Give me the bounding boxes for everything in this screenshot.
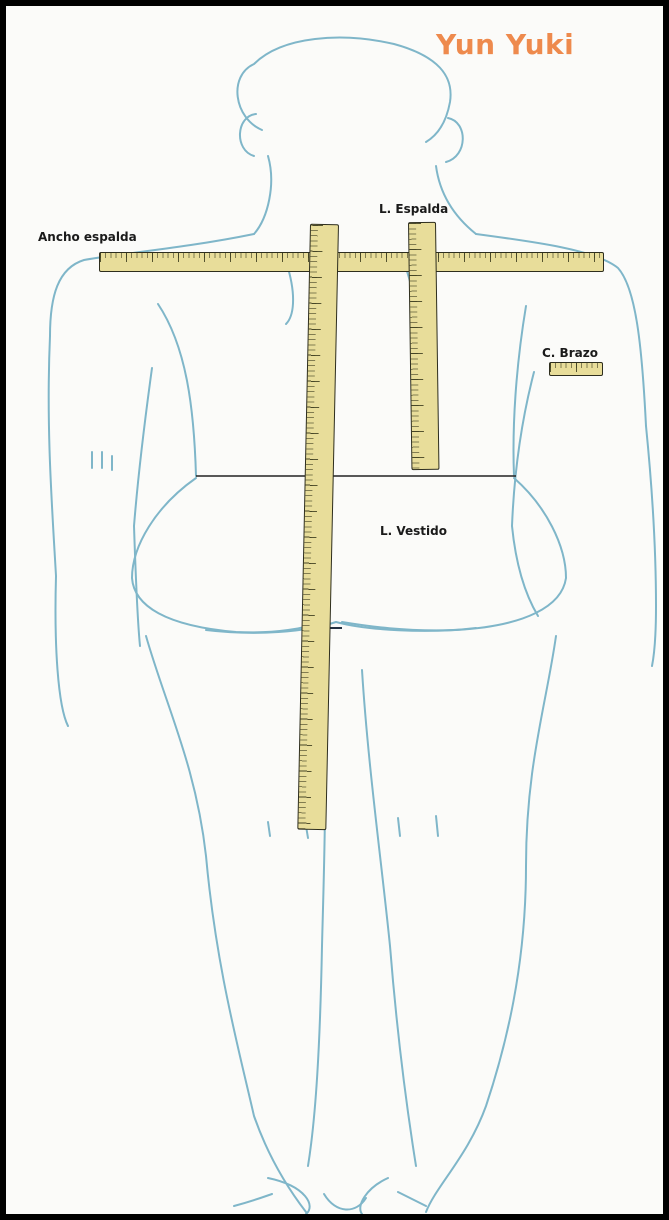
left-side-marks <box>92 452 112 470</box>
body-outline-figure <box>6 6 663 1214</box>
left-foot-outline <box>234 1178 310 1214</box>
label-shoulder-width: Ancho espalda <box>38 230 137 244</box>
left-shoulder-outline <box>50 234 254 336</box>
neck-left-outline <box>254 156 271 234</box>
shoulder-width-tape <box>99 252 604 272</box>
right-leg-inner-outline <box>362 670 416 1166</box>
right-arm-inner-outline <box>512 372 538 616</box>
label-dress-length: L. Vestido <box>380 524 447 538</box>
torso-left-side-outline <box>158 304 196 476</box>
left-shoulder-blade-mark <box>286 268 293 324</box>
left-arm-inner-outline <box>134 368 152 646</box>
knee-mark-right <box>398 816 438 836</box>
left-hip-outline <box>132 478 322 632</box>
label-back-length: L. Espalda <box>379 202 448 216</box>
right-ear-outline <box>446 118 463 162</box>
label-arm-circumference: C. Brazo <box>542 346 598 360</box>
left-leg-outer-outline <box>146 636 306 1212</box>
neck-right-outline <box>436 166 476 234</box>
right-leg-outer-outline <box>426 636 556 1212</box>
right-arm-outer-outline <box>646 426 656 666</box>
torso-right-side-outline <box>514 306 527 476</box>
right-foot-outline <box>360 1178 426 1214</box>
drawing-canvas: Yun Yuki Ancho espalda L. Espalda C. Bra… <box>6 6 663 1214</box>
back-length-tape <box>408 222 439 470</box>
left-arm-outer-outline <box>49 336 68 726</box>
brand-logo: Yun Yuki <box>436 28 574 61</box>
arm-circumference-tape <box>549 362 603 376</box>
head-outline <box>237 38 450 142</box>
